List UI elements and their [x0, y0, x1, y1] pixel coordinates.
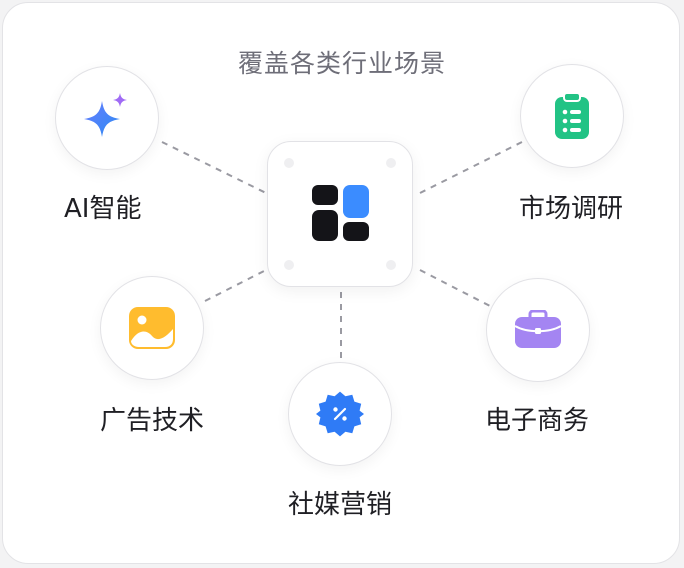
hub-dot	[284, 260, 294, 270]
section-heading: 覆盖各类行业场景	[237, 49, 446, 78]
label-social-marketing: 社媒营销	[288, 490, 393, 520]
central-hub	[267, 141, 413, 287]
node-market-research[interactable]	[520, 64, 624, 168]
node-ad-tech[interactable]	[100, 276, 204, 380]
label-ad-tech: 广告技术	[100, 406, 205, 436]
label-market-research: 市场调研	[519, 194, 624, 224]
hub-dot	[284, 158, 294, 168]
hub-dot	[386, 260, 396, 270]
connector-market	[419, 141, 523, 194]
node-ai[interactable]	[55, 66, 159, 170]
node-social-marketing[interactable]	[288, 362, 392, 466]
node-ecommerce[interactable]	[486, 278, 590, 382]
image-icon	[129, 307, 175, 349]
briefcase-icon	[514, 310, 562, 348]
app-grid-icon	[312, 185, 369, 241]
clipboard-list-icon	[555, 92, 589, 139]
hub-dot	[386, 158, 396, 168]
discount-badge-icon	[316, 391, 364, 437]
connector-ai	[161, 141, 267, 194]
connector-ads	[204, 269, 267, 302]
label-ai: AI智能	[64, 194, 142, 224]
connector-ecommerce	[419, 269, 491, 307]
sparkle-icon	[84, 93, 127, 137]
label-ecommerce: 电子商务	[485, 406, 590, 436]
